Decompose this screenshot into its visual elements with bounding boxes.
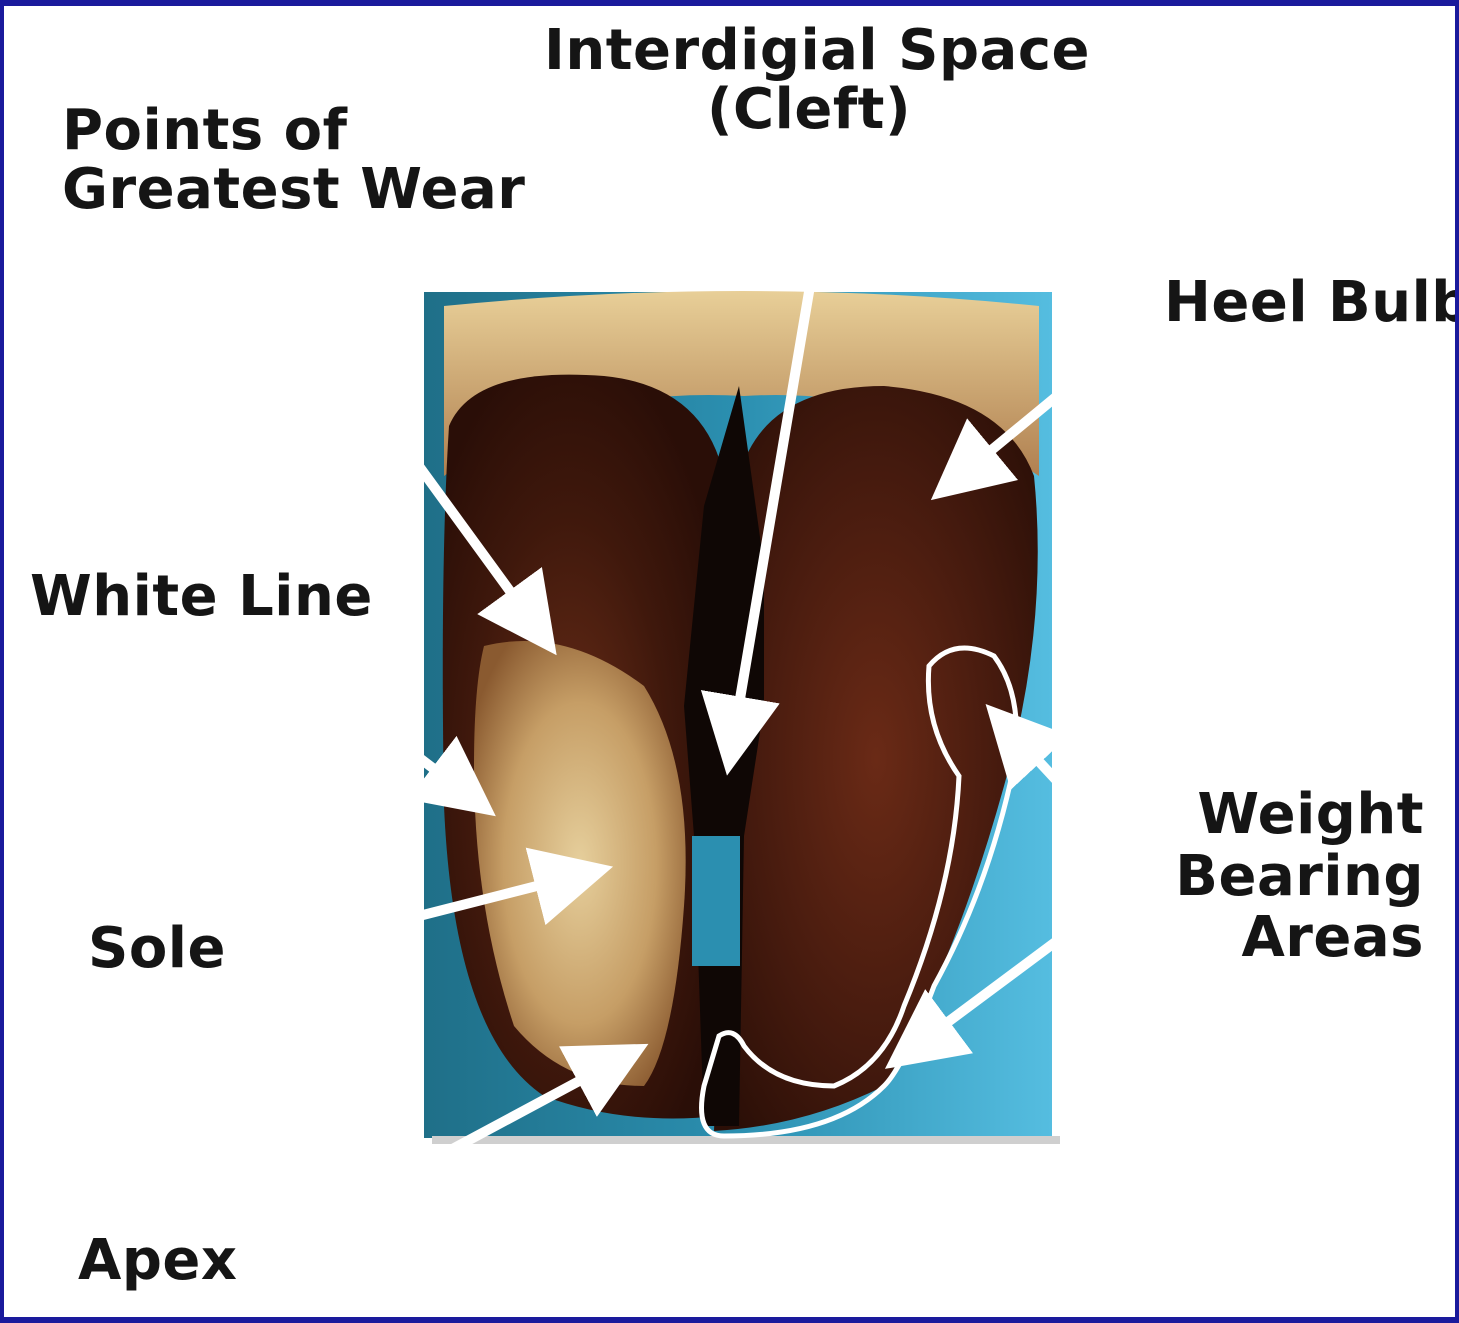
label-weight-bearing-areas: Weight Bearing Areas [1134, 784, 1424, 969]
label-apex: Apex [78, 1232, 238, 1291]
label-white-line: White Line [30, 568, 373, 627]
cleft-gap [692, 836, 740, 966]
label-interdigital-space: Interdigial Space (Cleft) [544, 22, 1074, 140]
label-sole: Sole [88, 920, 226, 979]
label-heel-bulb: Heel Bulb [1164, 274, 1459, 333]
label-points-of-greatest-wear: Points of Greatest Wear [62, 102, 525, 220]
